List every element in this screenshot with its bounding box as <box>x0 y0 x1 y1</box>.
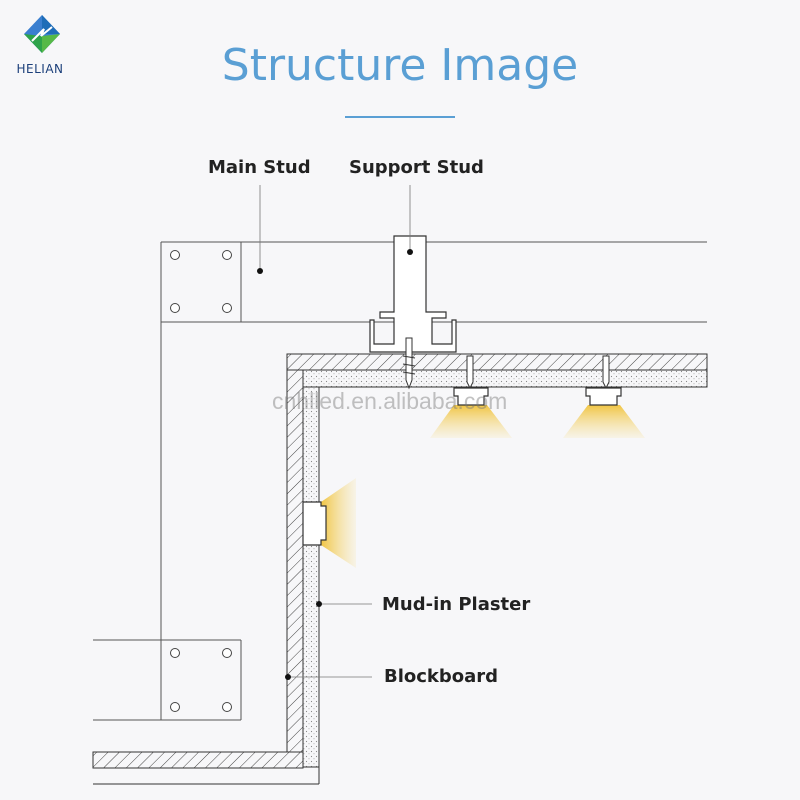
wall-plaster <box>302 386 320 768</box>
ceiling-blockboard <box>286 353 708 371</box>
light-beam-2 <box>563 405 645 438</box>
label-main-stud: Main Stud <box>208 157 311 178</box>
bolt-holes <box>170 250 232 712</box>
title-underline <box>345 116 455 118</box>
light-beam-3 <box>321 478 356 568</box>
helian-logo-icon <box>24 15 60 53</box>
light-beam-1 <box>430 405 512 438</box>
main-stud-frame <box>93 241 707 721</box>
screw-icons <box>402 337 610 390</box>
label-support-stud: Support Stud <box>349 157 484 178</box>
floor-blockboard <box>92 751 304 769</box>
watermark-text: cnhlled.en.alibaba.com <box>272 388 508 414</box>
label-mud-in-plaster: Mud-in Plaster <box>382 594 531 615</box>
brand-name: HELIAN <box>16 62 64 76</box>
leader-dots <box>257 249 413 680</box>
ceiling-plaster <box>302 369 708 388</box>
page-title: Structure Image <box>221 40 579 91</box>
leader-lines <box>259 185 411 678</box>
led-profile-icons <box>302 387 622 546</box>
wall-blockboard <box>286 369 304 753</box>
label-blockboard: Blockboard <box>384 666 499 687</box>
support-stud <box>369 235 457 353</box>
